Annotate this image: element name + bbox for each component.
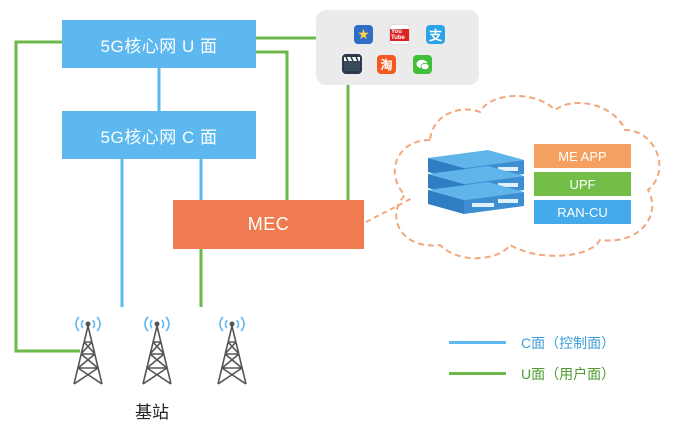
- wechat-app-icon: [413, 55, 432, 74]
- taobao-app-icon: 淘: [377, 55, 396, 74]
- server-stack-icon: [428, 150, 524, 214]
- youtube-app-label: You Tube: [390, 28, 409, 41]
- legend-u-line: [449, 372, 506, 375]
- video-app-icon: [342, 54, 362, 74]
- c-plane-label: 5G核心网 C 面: [100, 127, 218, 147]
- ran-cu-box: RAN-CU: [534, 200, 631, 224]
- alipay-app-label: 支: [428, 28, 442, 43]
- mec-box: MEC: [173, 200, 364, 249]
- mec-cloud: [393, 95, 661, 260]
- base-station-label: 基站: [135, 403, 169, 422]
- upf-label: UPF: [569, 176, 596, 192]
- me-app-box: ME APP: [534, 144, 631, 168]
- star-app-icon: ★: [354, 25, 373, 44]
- core-network-u-plane: 5G核心网 U 面: [62, 20, 256, 68]
- base-station-icons: [73, 316, 247, 385]
- tower-icon-3: [217, 316, 247, 385]
- tower-icon-1: [73, 316, 103, 385]
- alipay-app-icon: 支: [426, 25, 445, 44]
- me-app-label: ME APP: [558, 148, 607, 164]
- youtube-app-icon: You Tube: [389, 24, 410, 45]
- ran-cu-label: RAN-CU: [557, 204, 608, 220]
- legend-u-label: U面（用户面）: [521, 366, 616, 382]
- legend-c-line: [449, 341, 506, 344]
- tower-icon-2: [142, 316, 172, 385]
- u-plane-label: 5G核心网 U 面: [100, 36, 218, 56]
- u-link-mec: [256, 50, 289, 200]
- mec-cloud-connector: [365, 197, 413, 223]
- u-plane-links: [14, 36, 350, 353]
- apps-panel: ★ You Tube 支 淘: [316, 10, 479, 85]
- taobao-app-label: 淘: [380, 58, 393, 72]
- u-link-left: [14, 40, 80, 353]
- upf-box: UPF: [534, 172, 631, 196]
- core-network-c-plane: 5G核心网 C 面: [62, 111, 256, 159]
- c-plane-links: [120, 68, 203, 307]
- wechat-bubble-icon: [416, 59, 429, 70]
- mec-label: MEC: [247, 214, 290, 234]
- legend-c-label: C面（控制面）: [521, 335, 616, 351]
- clapperboard-icon: [344, 57, 360, 71]
